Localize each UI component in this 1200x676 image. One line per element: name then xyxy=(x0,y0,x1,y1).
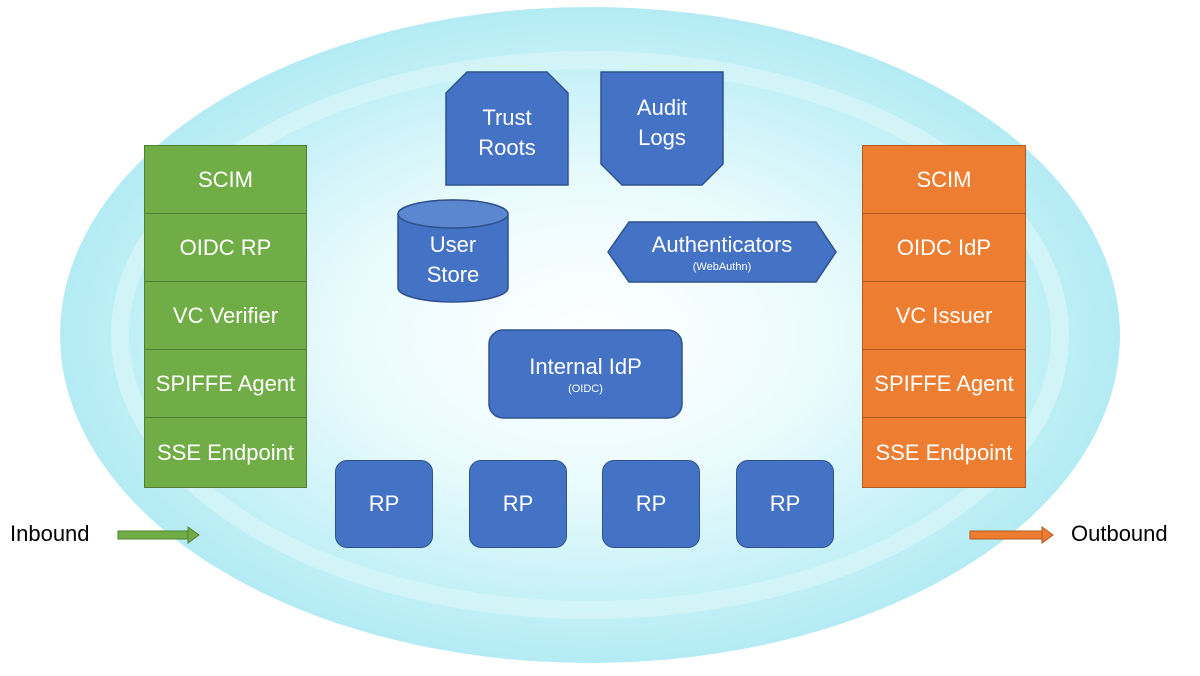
authenticators-shape xyxy=(607,221,837,283)
outbound-scim: SCIM xyxy=(862,145,1026,214)
outbound-vc-issuer: VC Issuer xyxy=(862,281,1026,350)
inbound-label: Inbound xyxy=(10,521,90,546)
rp-box-4: RP xyxy=(736,460,834,548)
internal-idp-label: Internal IdP (OIDC) xyxy=(489,348,682,400)
trust-roots-label: Trust Roots xyxy=(446,103,568,163)
authenticators-label: Authenticators (WebAuthn) xyxy=(608,226,836,278)
trust-roots-shape xyxy=(445,71,569,186)
outbound-spiffe-agent: SPIFFE Agent xyxy=(862,349,1026,418)
inbound-sse-endpoint: SSE Endpoint xyxy=(144,417,307,488)
audit-logs-line-2: Logs xyxy=(638,125,686,150)
authenticators-title: Authenticators xyxy=(651,232,793,257)
trust-roots-line-1: Trust xyxy=(482,105,532,130)
audit-logs-label: Audit Logs xyxy=(601,93,723,153)
rp-box-1: RP xyxy=(335,460,433,548)
user-store-line-2: Store xyxy=(426,262,480,287)
inbound-vc-verifier: VC Verifier xyxy=(144,281,307,350)
inbound-scim: SCIM xyxy=(144,145,307,214)
authenticators-subtitle: (WebAuthn) xyxy=(692,261,752,273)
user-store-line-1: User xyxy=(429,232,477,257)
audit-logs-shape xyxy=(600,71,724,186)
outbound-label: Outbound xyxy=(1071,521,1168,546)
outbound-oidc-idp: OIDC IdP xyxy=(862,213,1026,282)
rp-box-2: RP xyxy=(469,460,567,548)
outbound-arrow-icon xyxy=(969,526,1054,544)
outbound-sse-endpoint: SSE Endpoint xyxy=(862,417,1026,488)
user-store-label: User Store xyxy=(398,230,508,290)
internal-idp-shape xyxy=(488,329,683,419)
inbound-oidc-rp: OIDC RP xyxy=(144,213,307,282)
rp-box-3: RP xyxy=(602,460,700,548)
internal-idp-title: Internal IdP xyxy=(529,354,642,379)
internal-idp-subtitle: (OIDC) xyxy=(568,383,603,395)
inbound-arrow-icon xyxy=(117,526,200,544)
audit-logs-line-1: Audit xyxy=(636,95,688,120)
trust-roots-line-2: Roots xyxy=(478,135,536,160)
